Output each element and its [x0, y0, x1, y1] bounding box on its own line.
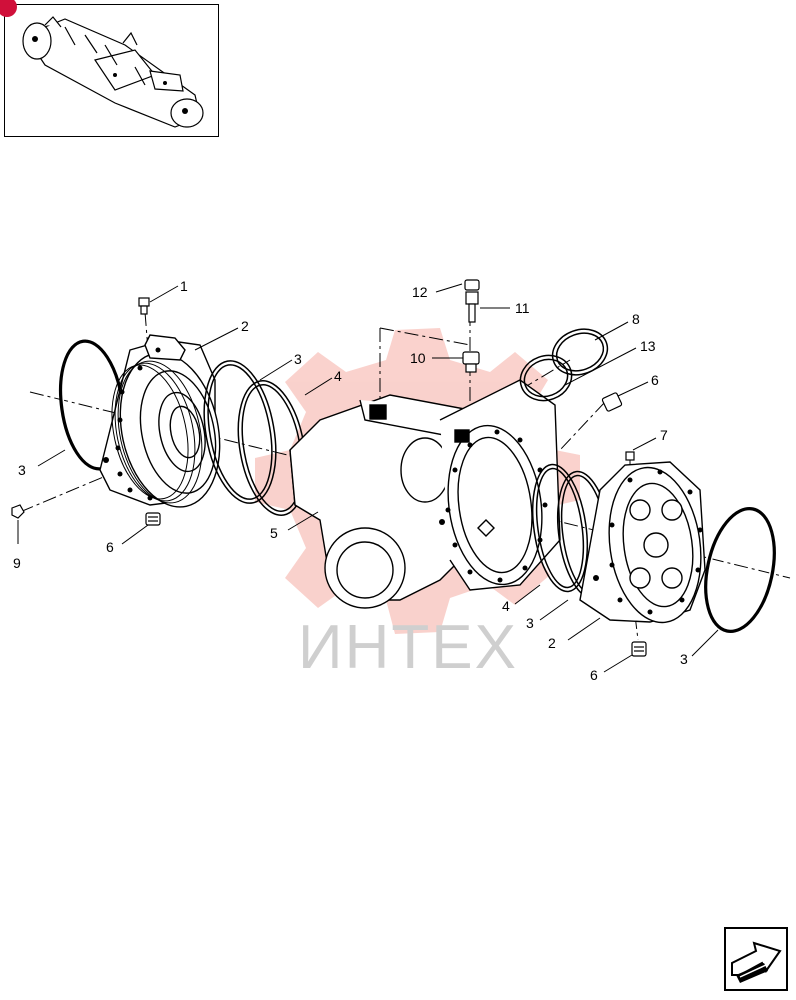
next-page-button[interactable]: [724, 927, 788, 991]
bleed-screw-7[interactable]: [625, 451, 635, 461]
callout-4-left: 4: [334, 368, 342, 384]
callout-6-left: 6: [106, 539, 114, 555]
callout-8: 8: [632, 311, 640, 327]
callout-5: 5: [270, 525, 278, 541]
callout-3-left-shim: 3: [294, 351, 302, 367]
callout-6-right-lower: 6: [590, 667, 598, 683]
circlip-8[interactable]: [546, 322, 614, 382]
callout-10: 10: [410, 350, 426, 366]
callout-11: 11: [515, 300, 530, 316]
callout-2-right: 2: [548, 635, 556, 651]
callout-3-left-oring: 3: [18, 462, 26, 478]
breather-cap-12[interactable]: [464, 279, 480, 291]
o-ring-right-outer[interactable]: [696, 503, 784, 638]
callout-7: 7: [660, 427, 668, 443]
page-marker-icon: [0, 0, 17, 17]
plug-right-upper-6[interactable]: [601, 392, 623, 412]
callout-4-right: 4: [502, 598, 510, 614]
callout-labels: 1 2 3 4 3 9 6 5 12 11 10 8 13 6 7 4 3 2 …: [13, 278, 688, 683]
shim-ring-right-a[interactable]: [525, 461, 594, 595]
plug-left-9[interactable]: [11, 504, 25, 519]
callout-3-right-oring: 3: [680, 651, 688, 667]
shim-ring-left-a[interactable]: [194, 355, 286, 509]
callout-13: 13: [640, 338, 656, 354]
callout-9: 9: [13, 555, 21, 571]
callout-12: 12: [412, 284, 428, 300]
next-page-arrow-icon: [731, 941, 782, 983]
grease-fitting-left[interactable]: [138, 297, 150, 315]
callout-2-left: 2: [241, 318, 249, 334]
plug-right-lower-6[interactable]: [631, 641, 647, 657]
plug-left-6[interactable]: [145, 512, 161, 526]
seal-ring-13[interactable]: [514, 348, 578, 407]
watermark-text: ИНТЕХ: [298, 613, 518, 682]
hub-housing-right[interactable]: [579, 461, 710, 628]
breather-tube-11[interactable]: [465, 291, 479, 323]
assembly-overview-thumbnail[interactable]: [0, 0, 219, 137]
axle-centre-housing[interactable]: [289, 379, 561, 609]
callout-6-right-upper: 6: [651, 372, 659, 388]
callout-3-right-shim: 3: [526, 615, 534, 631]
axle-overview-drawing: [22, 16, 204, 128]
leader-lines: [17, 283, 719, 673]
hub-housing-left[interactable]: [99, 334, 233, 516]
callout-1: 1: [180, 278, 188, 294]
